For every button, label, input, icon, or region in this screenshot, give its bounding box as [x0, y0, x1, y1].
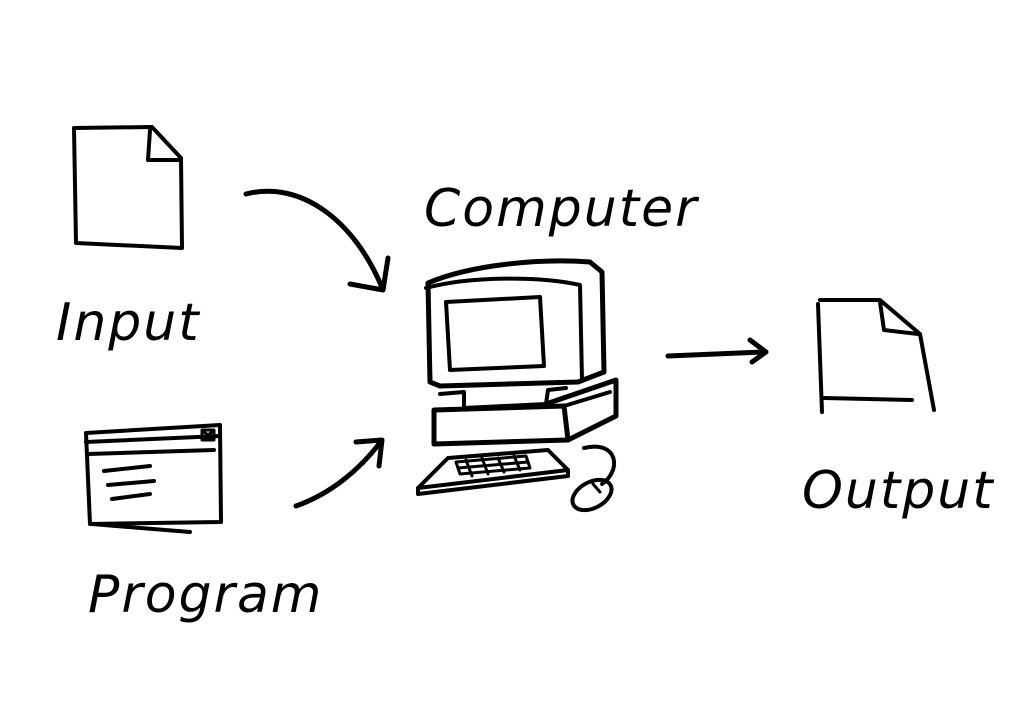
computer-icon: [416, 258, 619, 513]
output-arrow: [665, 337, 769, 365]
input-document-icon: [72, 125, 184, 250]
output-document-icon: [816, 298, 936, 414]
program-label: Program: [88, 565, 323, 625]
input-arrow: [243, 188, 391, 293]
computer-label: Computer: [424, 179, 700, 239]
output-label: Output: [802, 461, 995, 521]
program-window-icon: [84, 423, 223, 534]
input-label: Input: [56, 293, 201, 353]
program-arrow: [293, 437, 385, 509]
